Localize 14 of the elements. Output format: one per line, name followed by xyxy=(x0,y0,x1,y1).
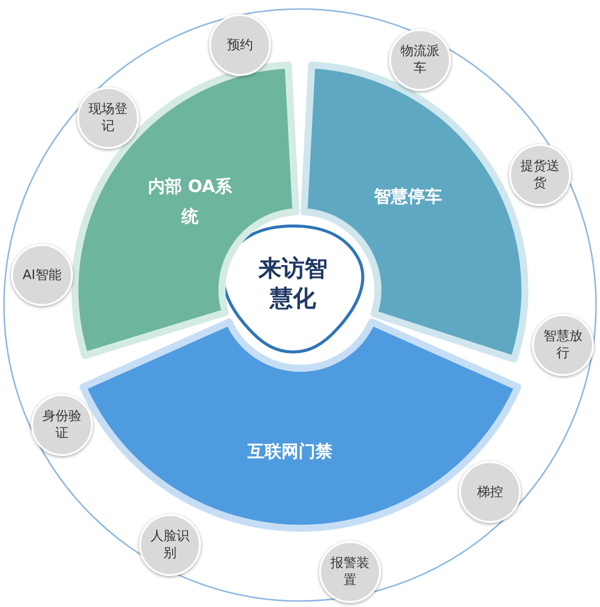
topic-circle: 梯控 xyxy=(459,461,521,523)
topic-circle: 身份验证 xyxy=(31,394,93,456)
segment-label: 内部 OA系统 xyxy=(146,176,234,229)
center-title: 来访智慧化 xyxy=(257,255,328,314)
topic-circle: 物流派车 xyxy=(389,29,451,91)
topic-circle: 报警装置 xyxy=(319,541,381,603)
segment-label: 智慧停车 xyxy=(372,186,443,209)
topic-circle: 现场登记 xyxy=(77,87,139,149)
topic-circle: 智慧放行 xyxy=(532,314,594,376)
topic-circle: AI智能 xyxy=(11,244,73,306)
topic-circle: 预约 xyxy=(209,14,271,76)
topic-circle: 人脸识别 xyxy=(139,514,201,576)
segment-label: 互联网门禁 xyxy=(246,440,334,464)
topic-circle: 提货送货 xyxy=(509,144,571,206)
